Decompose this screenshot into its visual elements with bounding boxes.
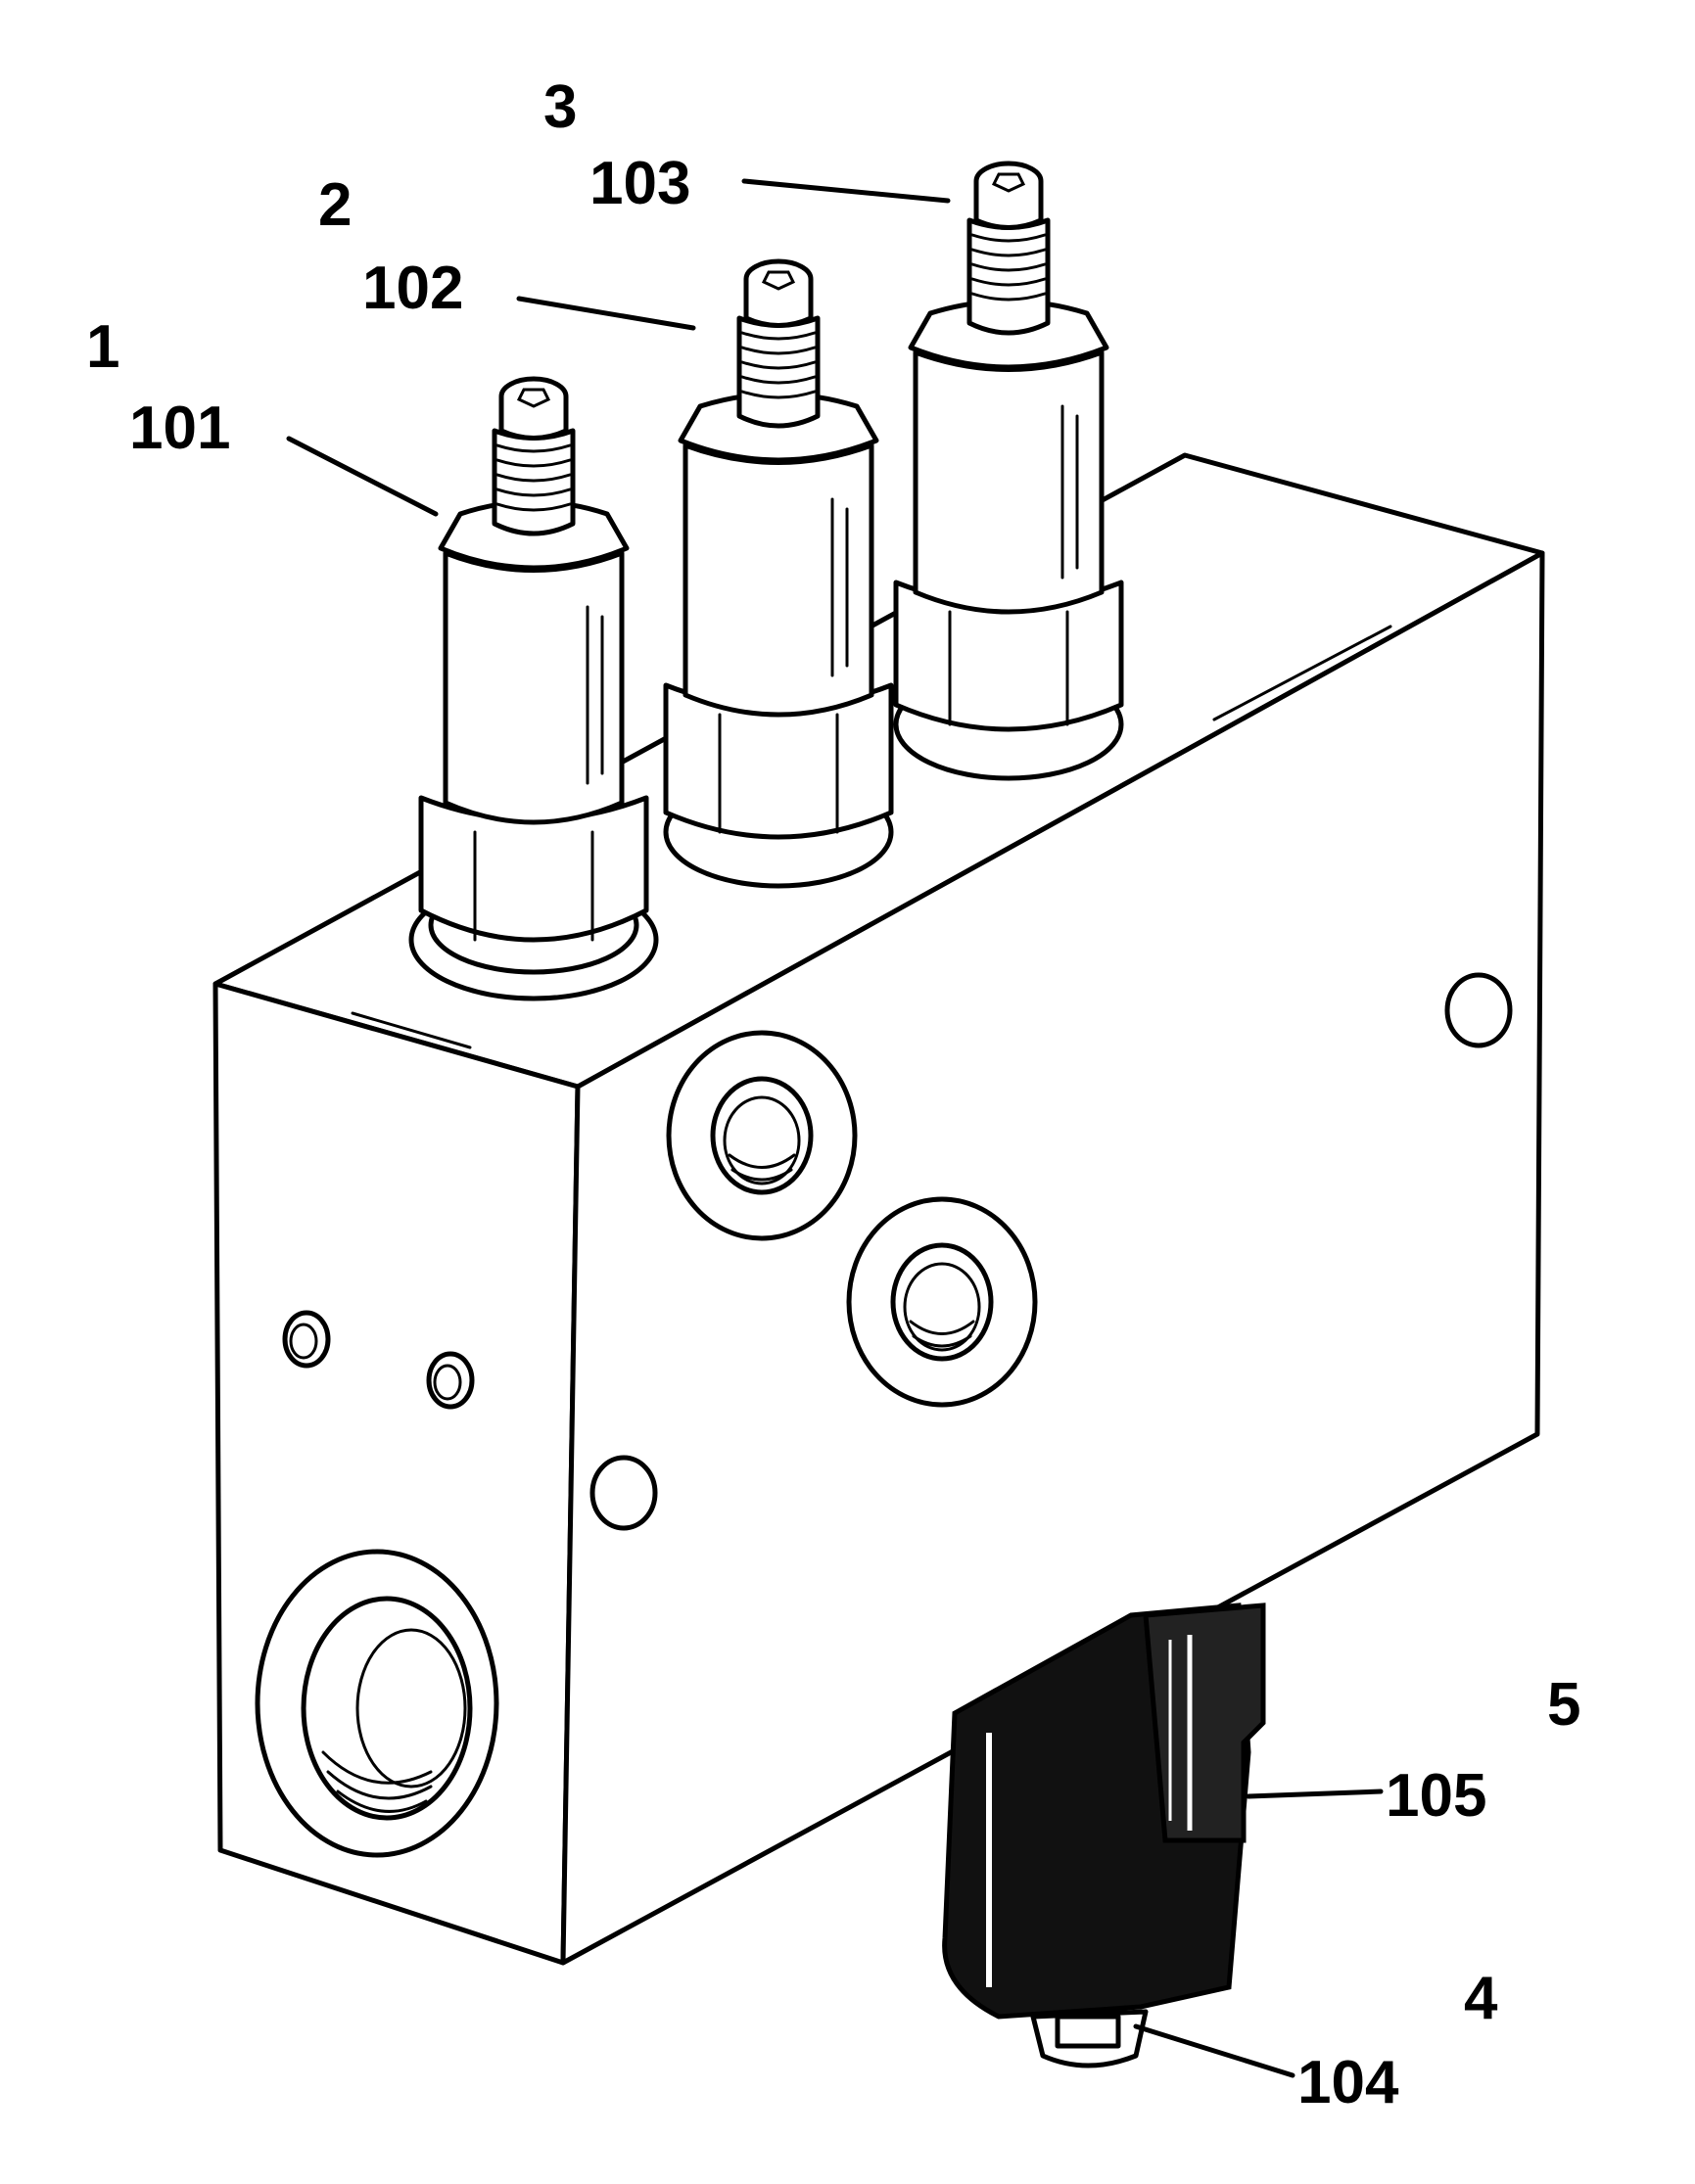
callout-item-2: 2 <box>318 171 352 239</box>
cartridge-valve-3 <box>893 161 1124 781</box>
leader-line-102 <box>516 296 696 331</box>
callout-code-105: 105 <box>1386 1762 1486 1830</box>
side-mount-hole-right <box>1444 972 1513 1048</box>
leader-lines <box>286 178 1384 2078</box>
cartridge-valve-1 <box>408 376 659 1001</box>
cartridge-valve-2 <box>663 258 894 889</box>
leader-line-101 <box>286 436 439 517</box>
block-side-face <box>560 550 1545 1966</box>
front-mount-hole-2 <box>426 1351 475 1410</box>
side-port-upper <box>666 1030 858 1241</box>
leader-line-103 <box>741 178 951 204</box>
callout-code-104: 104 <box>1297 2049 1399 2116</box>
callout-code-103: 103 <box>589 150 690 217</box>
callout-code-101: 101 <box>129 395 230 462</box>
callout-item-3: 3 <box>543 73 577 141</box>
front-main-port <box>255 1549 499 1858</box>
callout-item-5: 5 <box>1547 1671 1580 1739</box>
side-mount-hole-left <box>589 1455 658 1531</box>
callout-item-4: 4 <box>1464 1965 1498 2032</box>
leader-line-105 <box>1246 1789 1384 1799</box>
front-mount-hole-1 <box>282 1310 331 1369</box>
callout-labels: 1 101 2 102 3 103 4 104 5 105 <box>86 73 1580 2116</box>
callout-item-1: 1 <box>86 313 119 381</box>
side-port-lower <box>846 1196 1038 1408</box>
leader-line-104 <box>1133 2023 1295 2078</box>
callout-code-102: 102 <box>362 255 463 322</box>
solenoid-valve <box>942 1603 1266 2068</box>
